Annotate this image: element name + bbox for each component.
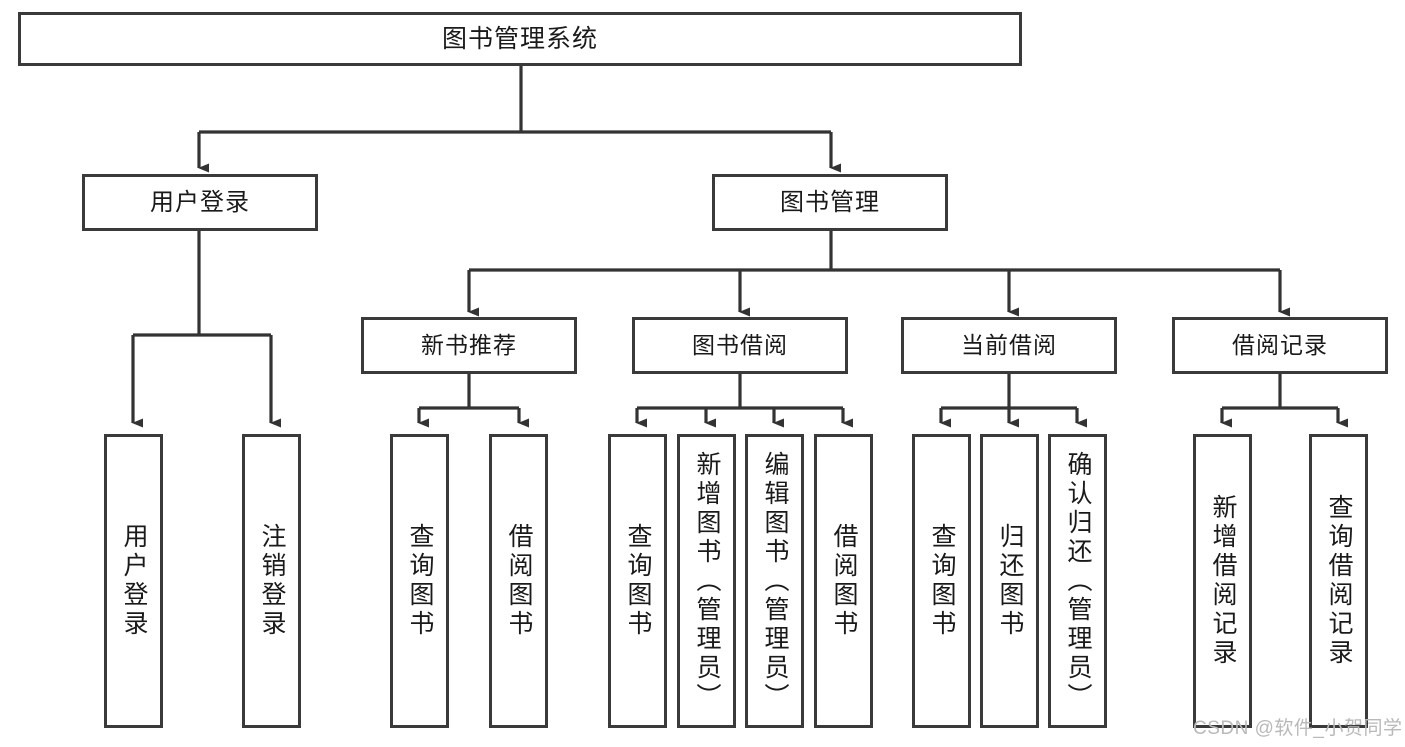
node-leaf-edit-book[interactable]: 编辑图书（管理员） <box>745 434 804 728</box>
node-borrow-record[interactable]: 借阅记录 <box>1172 317 1388 374</box>
node-root-system-label: 图书管理系统 <box>441 24 598 53</box>
node-current-borrow[interactable]: 当前借阅 <box>901 317 1117 374</box>
node-leaf-query-book-1[interactable]: 查询图书 <box>390 434 449 728</box>
node-leaf-query-book-3-label: 查询图书 <box>928 523 956 639</box>
node-leaf-borrow-book-2[interactable]: 借阅图书 <box>814 434 873 728</box>
node-root-system[interactable]: 图书管理系统 <box>18 12 1022 66</box>
node-new-book-recommend[interactable]: 新书推荐 <box>361 317 577 374</box>
node-leaf-query-book-2[interactable]: 查询图书 <box>608 434 667 728</box>
node-leaf-logout-label: 注销登录 <box>258 523 286 639</box>
node-leaf-add-book-label: 新增图书（管理员） <box>693 451 721 712</box>
node-leaf-return-book-label: 归还图书 <box>996 523 1024 639</box>
node-leaf-query-record[interactable]: 查询借阅记录 <box>1309 434 1368 728</box>
node-new-book-recommend-label: 新书推荐 <box>421 332 517 359</box>
node-leaf-add-record[interactable]: 新增借阅记录 <box>1193 434 1252 728</box>
node-book-borrow-label: 图书借阅 <box>692 332 788 359</box>
node-book-manage[interactable]: 图书管理 <box>712 174 948 231</box>
node-book-manage-label: 图书管理 <box>780 188 880 216</box>
node-leaf-logout[interactable]: 注销登录 <box>242 434 301 728</box>
node-leaf-query-book-3[interactable]: 查询图书 <box>912 434 971 728</box>
node-leaf-user-login[interactable]: 用户登录 <box>104 434 163 728</box>
node-leaf-query-book-2-label: 查询图书 <box>624 523 652 639</box>
node-leaf-query-record-label: 查询借阅记录 <box>1325 494 1353 668</box>
node-leaf-confirm-return[interactable]: 确认归还（管理员） <box>1048 434 1107 728</box>
node-leaf-borrow-book-2-label: 借阅图书 <box>830 523 858 639</box>
node-leaf-borrow-book-1[interactable]: 借阅图书 <box>489 434 548 728</box>
node-leaf-edit-book-label: 编辑图书（管理员） <box>761 451 789 712</box>
node-current-borrow-label: 当前借阅 <box>961 332 1057 359</box>
node-leaf-user-login-label: 用户登录 <box>120 523 148 639</box>
node-leaf-add-book[interactable]: 新增图书（管理员） <box>677 434 736 728</box>
node-leaf-return-book[interactable]: 归还图书 <box>980 434 1039 728</box>
watermark: CSDN @软件_小贺同学 <box>1193 718 1403 739</box>
node-leaf-add-record-label: 新增借阅记录 <box>1209 494 1237 668</box>
node-user-login[interactable]: 用户登录 <box>82 174 318 231</box>
node-leaf-query-book-1-label: 查询图书 <box>406 523 434 639</box>
node-book-borrow[interactable]: 图书借阅 <box>632 317 848 374</box>
node-user-login-label: 用户登录 <box>150 188 250 216</box>
node-borrow-record-label: 借阅记录 <box>1232 332 1328 359</box>
node-leaf-confirm-return-label: 确认归还（管理员） <box>1064 451 1092 712</box>
node-leaf-borrow-book-1-label: 借阅图书 <box>505 523 533 639</box>
